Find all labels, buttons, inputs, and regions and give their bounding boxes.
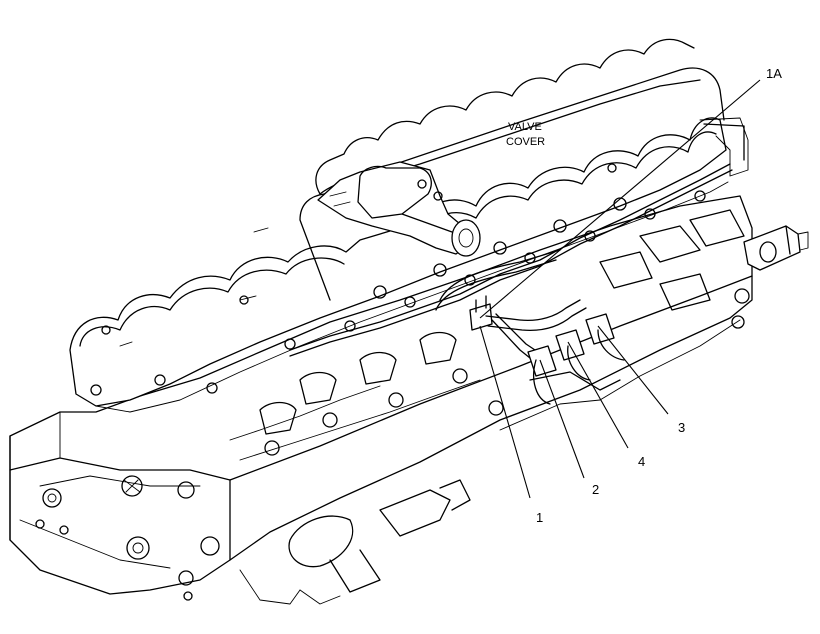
valve-cover-label-line1: VALVE [508, 121, 542, 133]
leader-1 [479, 325, 531, 499]
callout-1: 1 [536, 510, 543, 525]
cylinder-head [9, 195, 753, 605]
callout-leaders [479, 79, 761, 499]
leader-2 [539, 359, 585, 479]
callout-4: 4 [638, 454, 645, 469]
callout-2: 2 [592, 482, 599, 497]
breather-housing [317, 161, 481, 257]
valve-cover [69, 38, 729, 413]
valve-cover-label-line2: COVER [506, 136, 545, 148]
leader-1A [479, 79, 761, 319]
callout-3: 3 [678, 420, 685, 435]
leader-4 [567, 341, 629, 449]
callout-1A: 1A [766, 66, 782, 81]
leader-3 [597, 325, 669, 415]
